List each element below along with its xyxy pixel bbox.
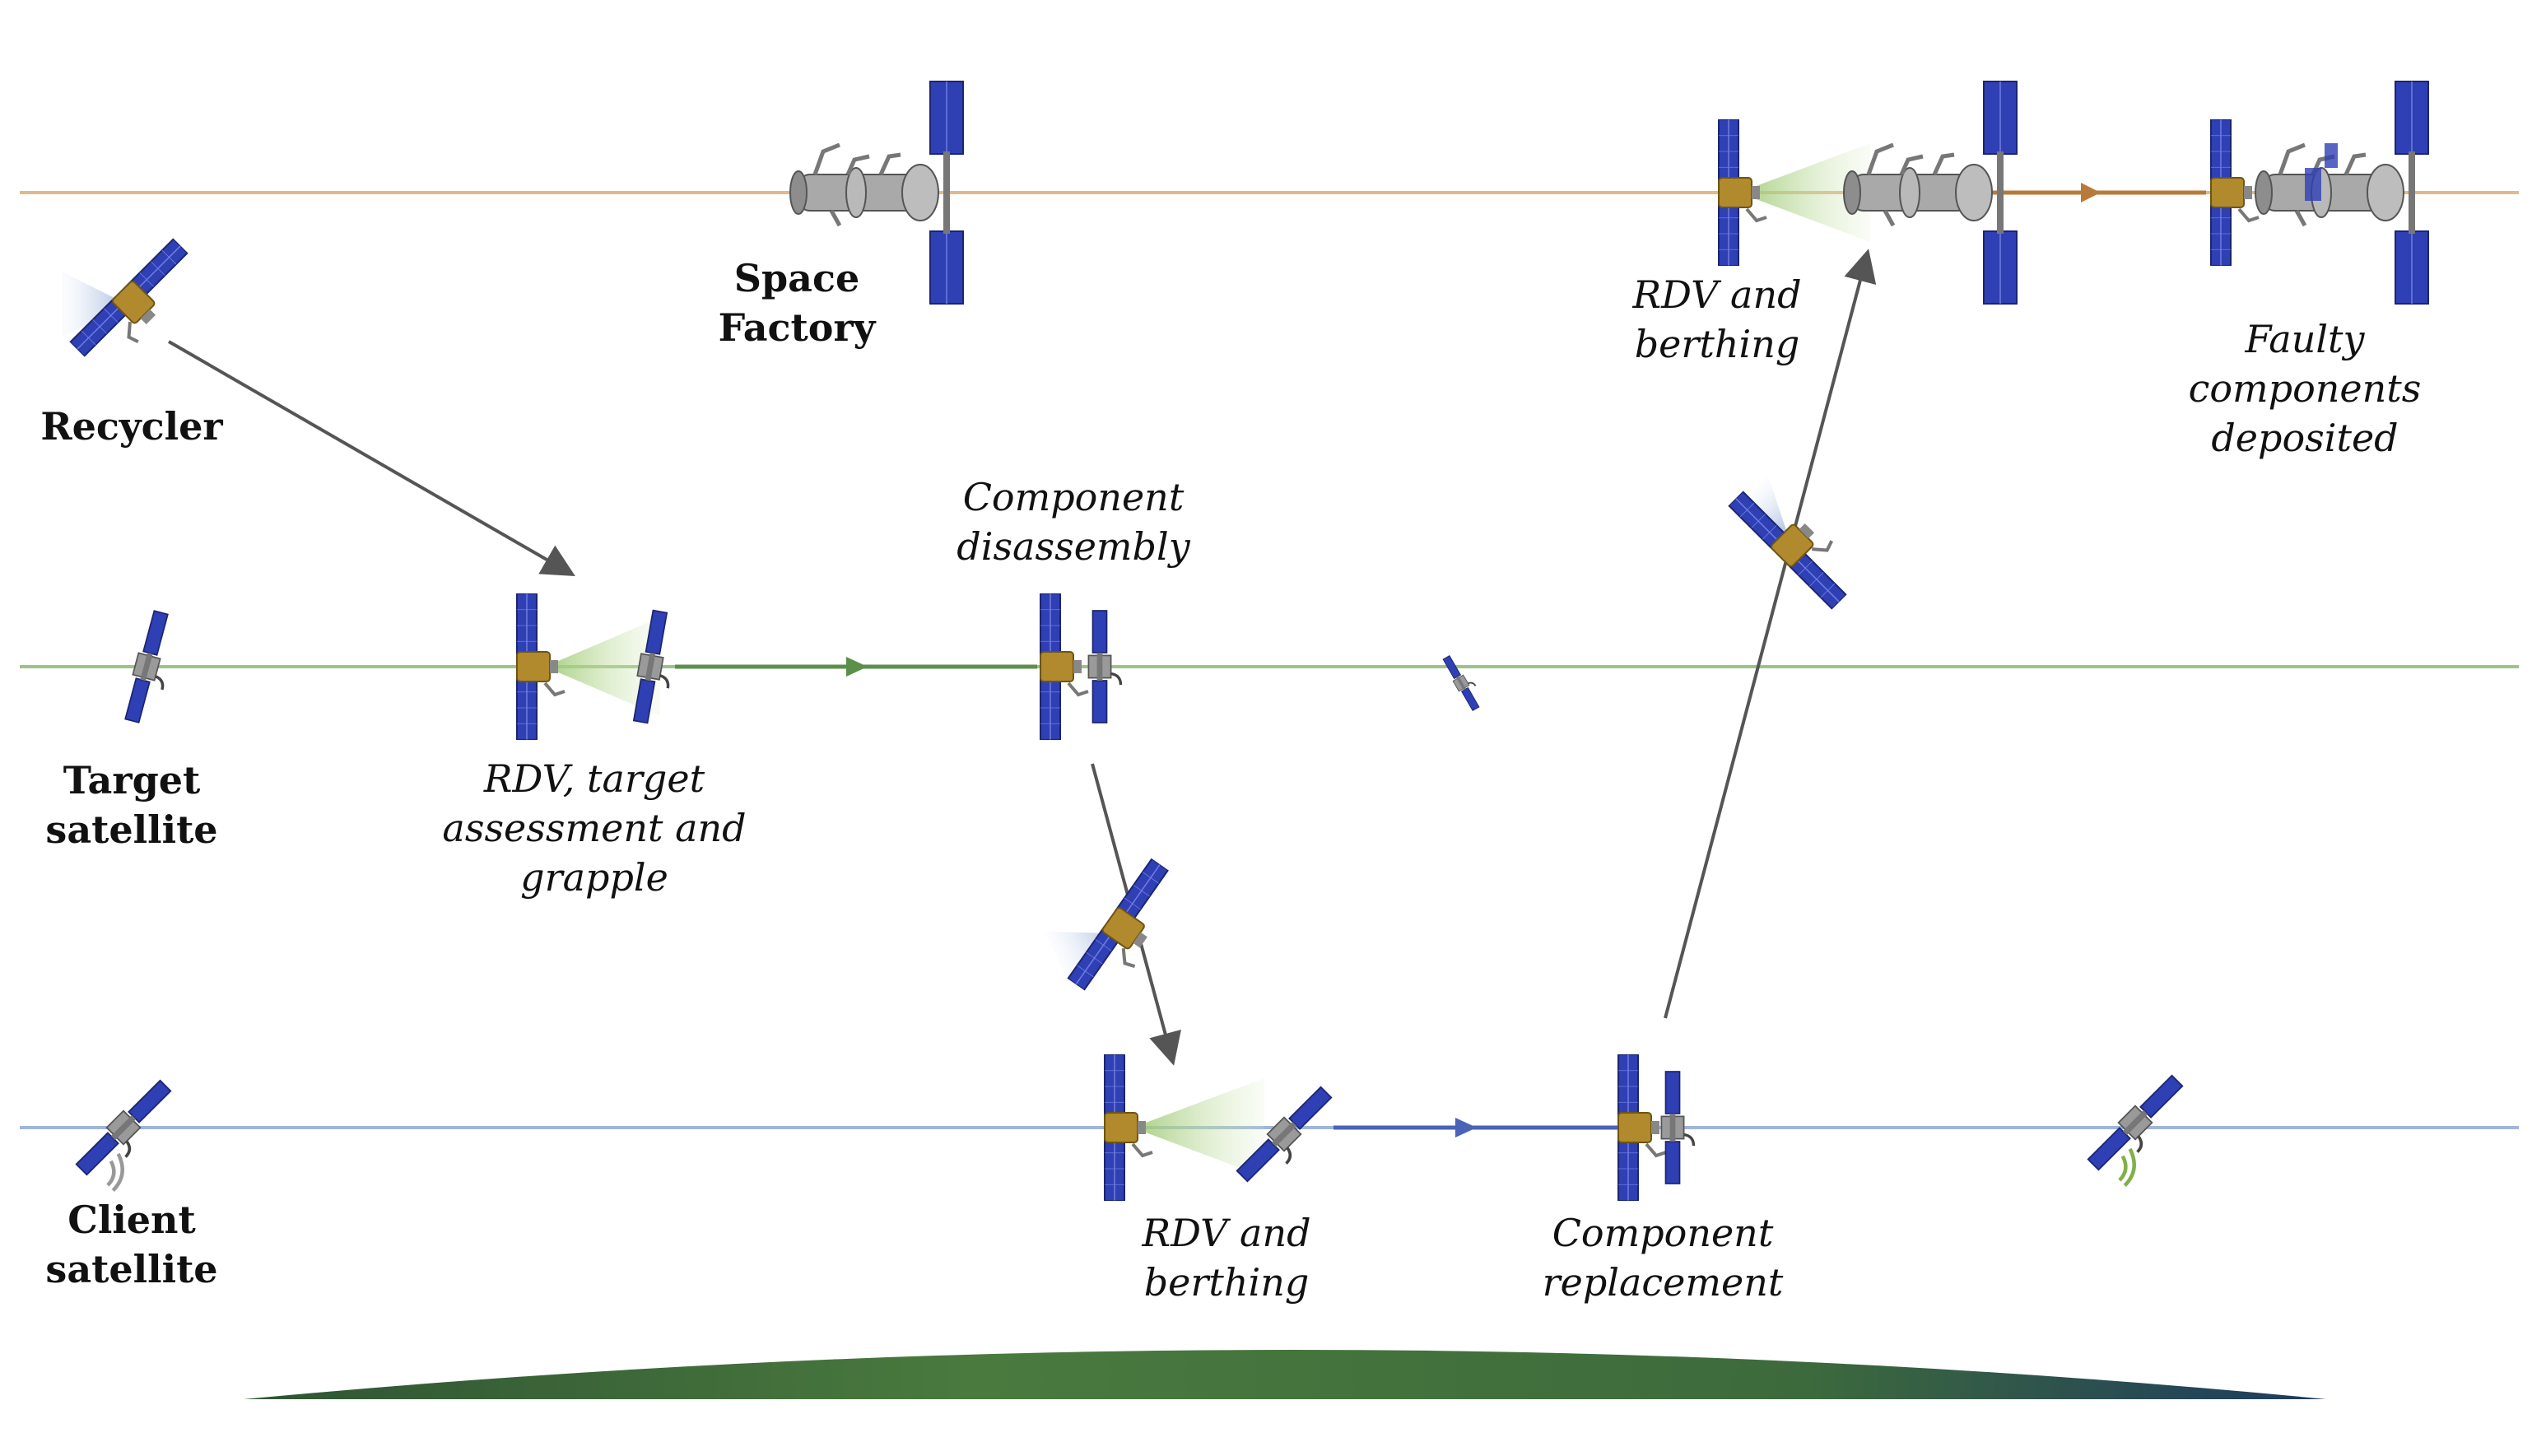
faulty-deposit-station-icon (2255, 81, 2428, 304)
factory-berthing-servicer-icon (1719, 120, 1870, 266)
client-satellite-label-line2: satellite (45, 1247, 217, 1291)
faulty-deposit-servicer-icon (2211, 120, 2259, 266)
rdv-target-servicer-icon (517, 594, 660, 740)
faulty-components-label-line2: components (2189, 366, 2422, 411)
recycler-satellite-icon (62, 199, 207, 378)
disassembly-servicer-icon (1040, 594, 1088, 740)
faulty-components-label-line1: Faulty (2244, 317, 2365, 361)
rdv-berthing-factory-label-line2: berthing (1635, 322, 1800, 366)
space-factory-label-line2: Factory (719, 305, 877, 350)
detached-component-icon (1440, 651, 1487, 713)
rdv-berthing-client-label-line2: berthing (1144, 1260, 1310, 1305)
component-disassembly-label-line2: disassembly (956, 524, 1190, 569)
space-factory-label-line1: Space (734, 256, 859, 300)
target-satellite-label-line1: Target (63, 758, 201, 802)
factory-berthing-station-icon (1844, 81, 2017, 304)
target-orbit-arrow (675, 657, 1037, 677)
replacement-to-factory-arrow (1664, 249, 1877, 1019)
factory-orbit-arrow (1992, 183, 2206, 202)
faulty-components-label-line3: deposited (2211, 416, 2398, 460)
recycler-to-target-arrow (168, 340, 575, 576)
client-satellite-label-line1: Client (67, 1198, 196, 1242)
recycler-label: Recycler (40, 404, 223, 449)
rdv-berthing-client-label-line1: RDV and (1141, 1211, 1310, 1255)
rdv-target-label-line1: RDV, target (483, 756, 705, 801)
restored-client-satellite-icon (2083, 1071, 2195, 1187)
client-satellite-icon (72, 1076, 183, 1192)
component-replacement-label-line2: replacement (1543, 1260, 1784, 1305)
earth-horizon-icon (244, 1350, 2326, 1399)
target-satellite-label-line2: satellite (45, 807, 217, 852)
client-orbit-arrow (1333, 1118, 1622, 1137)
rdv-berthing-factory-label-line1: RDV and (1631, 272, 1801, 317)
transit-servicer-upper-icon (1723, 472, 1867, 616)
client-berthing-servicer-icon (1105, 1055, 1264, 1201)
rdv-target-label-line3: grapple (520, 855, 668, 900)
rdv-target-label-line2: assessment and (442, 806, 746, 850)
component-disassembly-label-line1: Component (963, 475, 1185, 519)
replacement-servicer-icon (1618, 1055, 1666, 1201)
component-replacement-label-line1: Component (1552, 1211, 1774, 1255)
transit-servicer-lower-icon (1045, 833, 1191, 1012)
